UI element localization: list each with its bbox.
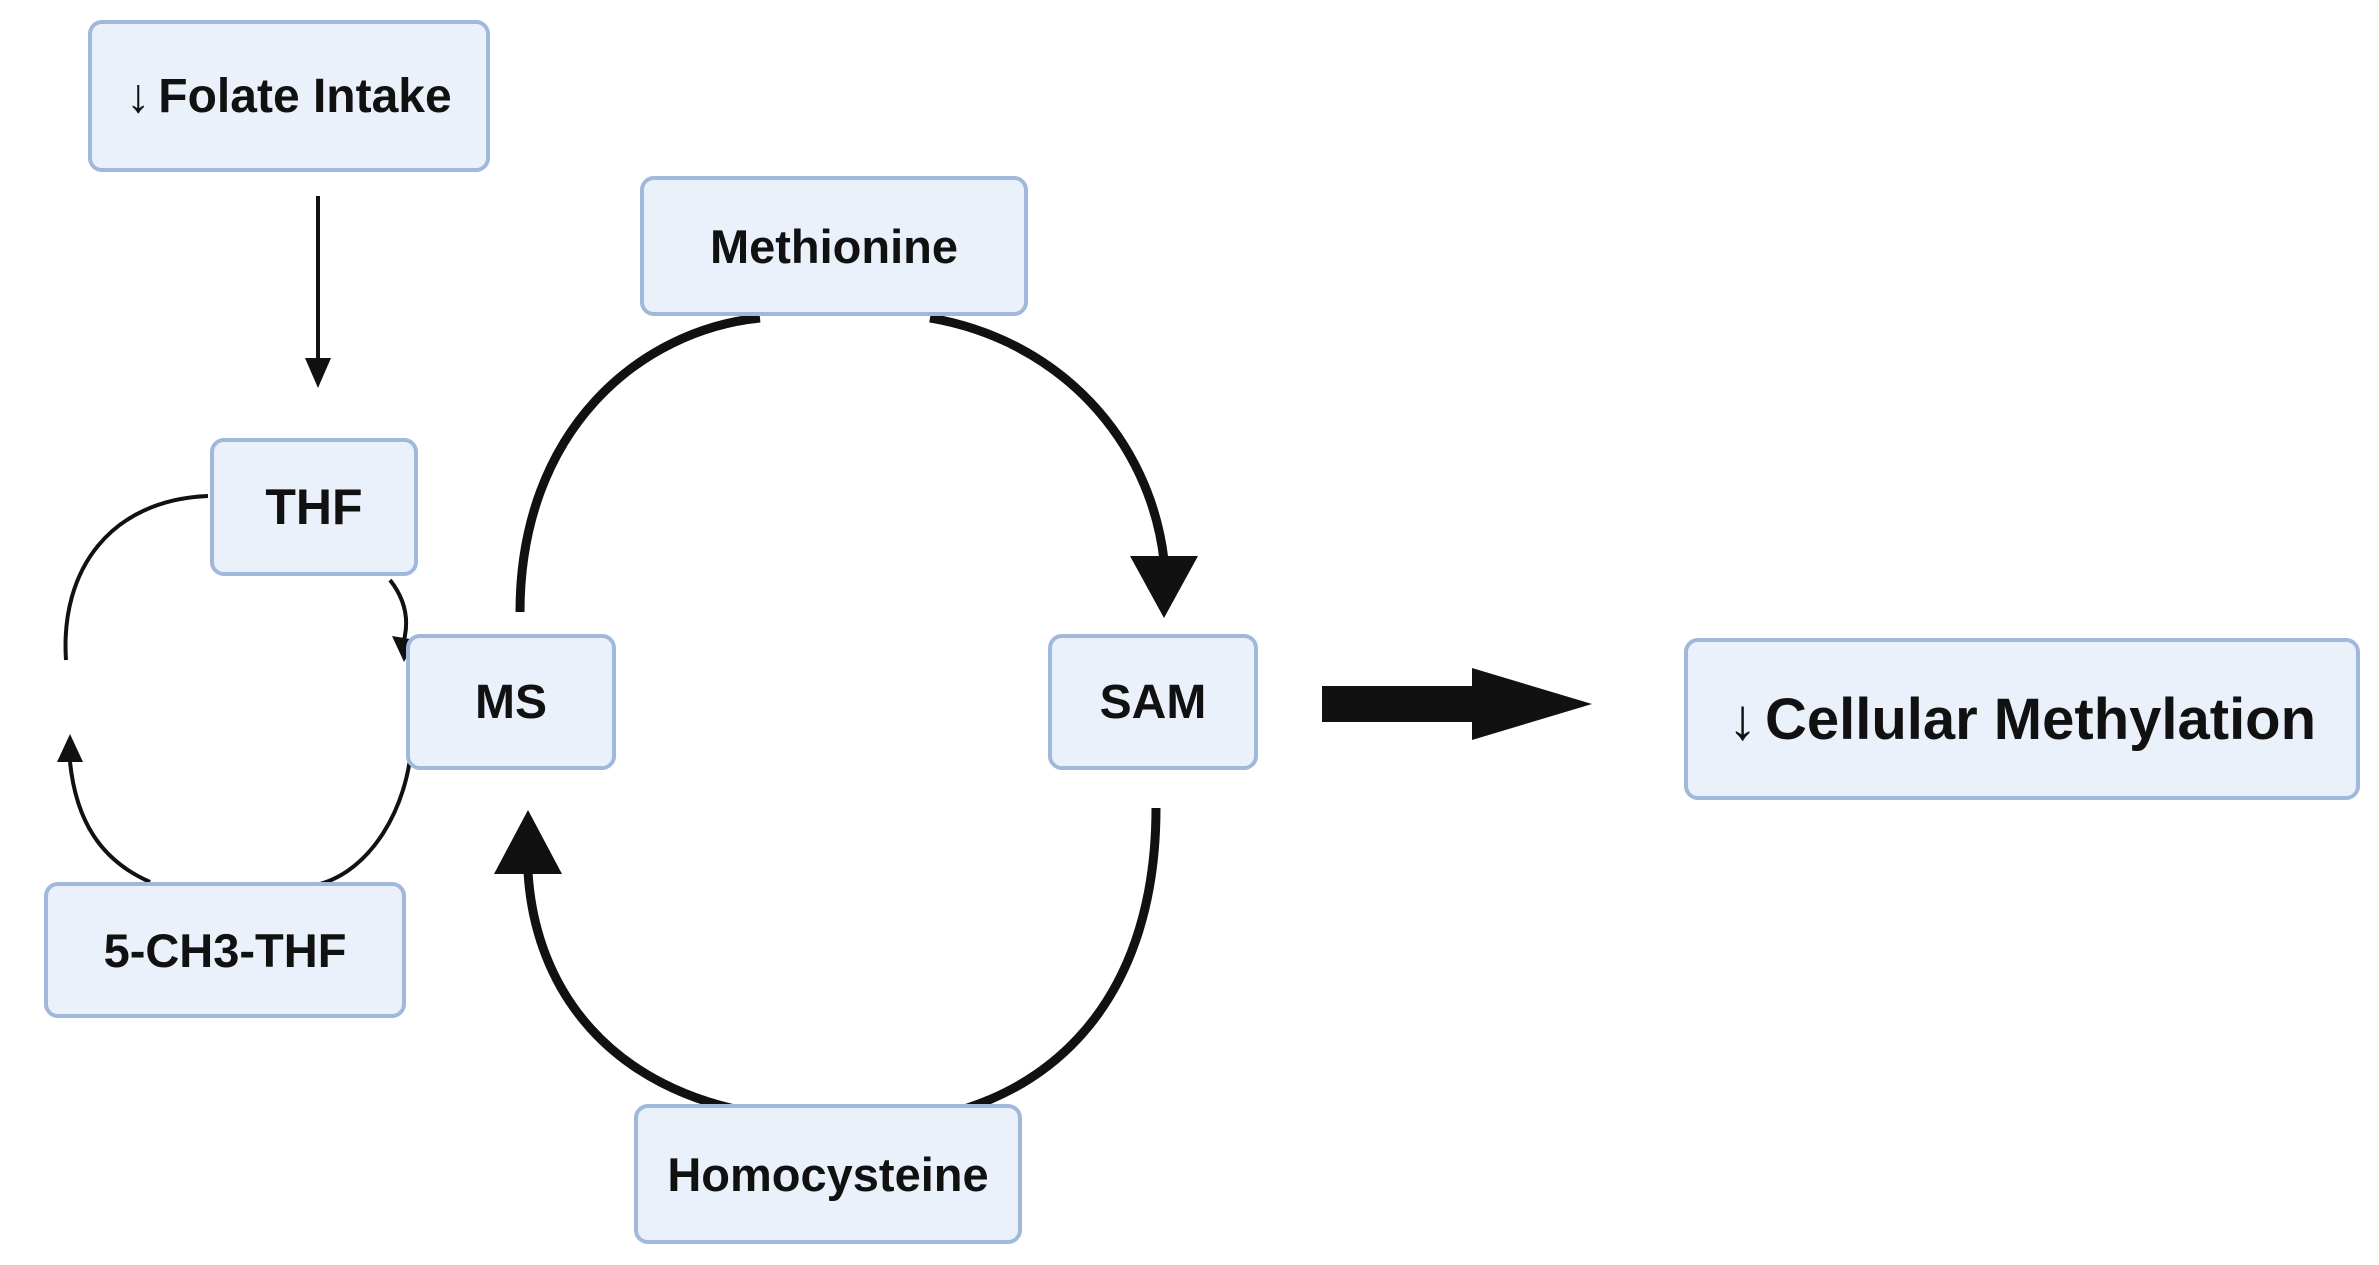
node-label: 5-CH3-THF [103,923,347,977]
node-label: Methionine [709,219,959,273]
node-folate-intake: ↓ Folate Intake [88,20,490,172]
node-homocysteine: Homocysteine [634,1104,1022,1244]
node-label: Cellular Methylation [1764,686,2317,752]
node-ms: MS [406,634,616,770]
node-sam: SAM [1048,634,1258,770]
down-arrow-icon: ↓ [1727,686,1757,752]
down-arrow-icon: ↓ [126,69,151,123]
edge-methionine-arc [515,313,1198,618]
node-label: SAM [1099,675,1207,729]
node-label: MS [475,675,547,729]
node-methionine: Methionine [640,176,1028,316]
edge-sam-to-cellular-methylation [1322,668,1592,740]
node-label: Homocysteine [667,1147,989,1201]
node-cellular-methylation: ↓ Cellular Methylation [1684,638,2360,800]
node-label: THF [265,479,363,535]
node-thf: THF [210,438,418,576]
edge-folate-to-thf [305,196,331,388]
node-label: Folate Intake [158,69,452,123]
node-5-ch3-thf: 5-CH3-THF [44,882,406,1018]
edge-homocysteine-arc [494,807,1161,1129]
